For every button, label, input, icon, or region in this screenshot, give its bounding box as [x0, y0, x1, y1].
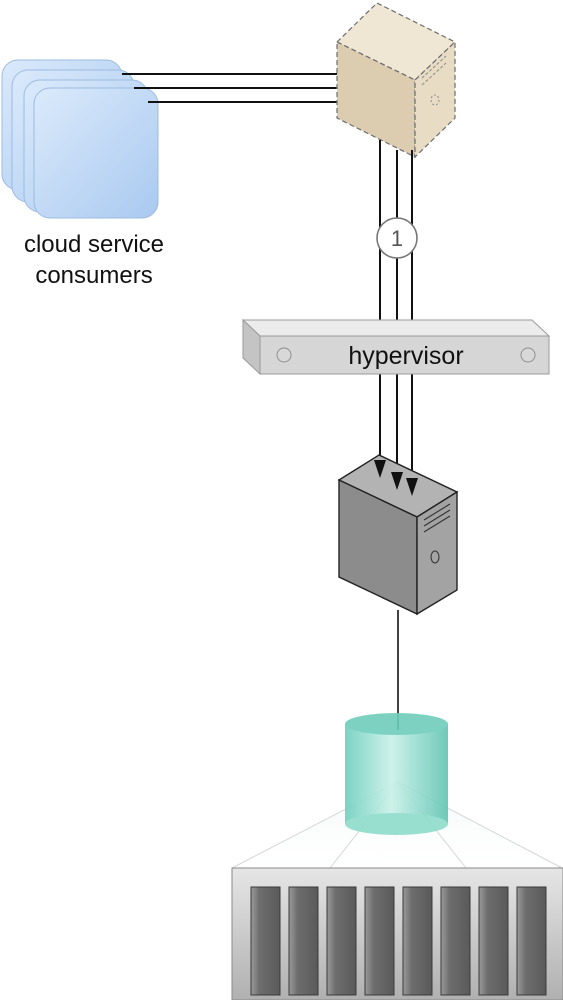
physical-server-vent-1 — [423, 503, 451, 521]
step-number: 1 — [391, 226, 403, 251]
hypervisor-bar: hypervisor — [241, 318, 551, 376]
request-arrows-horizontal — [122, 66, 376, 110]
storage-array-chassis — [231, 867, 563, 1000]
physical-server-vent-3 — [423, 515, 451, 533]
virtual-server-icon — [335, 2, 457, 159]
virtual-server-vent-1 — [421, 55, 447, 79]
storage-array-bay-1 — [250, 886, 281, 996]
storage-array-bay-4 — [364, 886, 395, 996]
consumers-label-line1: cloud service — [24, 231, 164, 258]
arrowhead-3 — [406, 478, 418, 496]
storage-array-bay-3 — [326, 886, 357, 996]
hypervisor-right-bolt — [520, 347, 536, 363]
storage-array-bay-2 — [288, 886, 319, 996]
virtual-server-button — [430, 94, 440, 106]
storage-array-icon — [231, 867, 563, 1000]
physical-server-vent-2 — [423, 509, 451, 527]
physical-server-button — [430, 550, 440, 564]
arrowheads-on-server — [374, 460, 418, 496]
storage-array-bay-5 — [402, 886, 433, 996]
virtual-server-side — [414, 40, 456, 159]
storage-bottom — [345, 813, 448, 835]
step-1-marker: 1 — [376, 217, 418, 259]
storage-array-bay-8 — [516, 886, 547, 996]
hypervisor-left-end — [242, 318, 261, 376]
storage-body — [345, 724, 448, 824]
consumer-card-front — [33, 87, 159, 219]
storage-array-bay-7 — [478, 886, 509, 996]
virtual-server-vent-2 — [421, 62, 447, 86]
cloud-consumer-stack-icon — [1, 59, 159, 219]
vertical-request-lines — [372, 140, 420, 498]
step-circle — [376, 217, 418, 259]
storage-array-bay-6 — [440, 886, 471, 996]
arrowhead-1 — [374, 460, 386, 478]
hypervisor-top — [241, 319, 551, 337]
physical-server-side — [416, 490, 458, 616]
hypervisor-label: hypervisor — [348, 342, 463, 370]
storage-device-icon — [345, 713, 448, 835]
hypervisor-left-bolt — [276, 347, 292, 363]
storage-top — [345, 713, 448, 735]
consumers-label-line2: consumers — [35, 262, 152, 289]
arrowhead-2 — [391, 472, 403, 490]
